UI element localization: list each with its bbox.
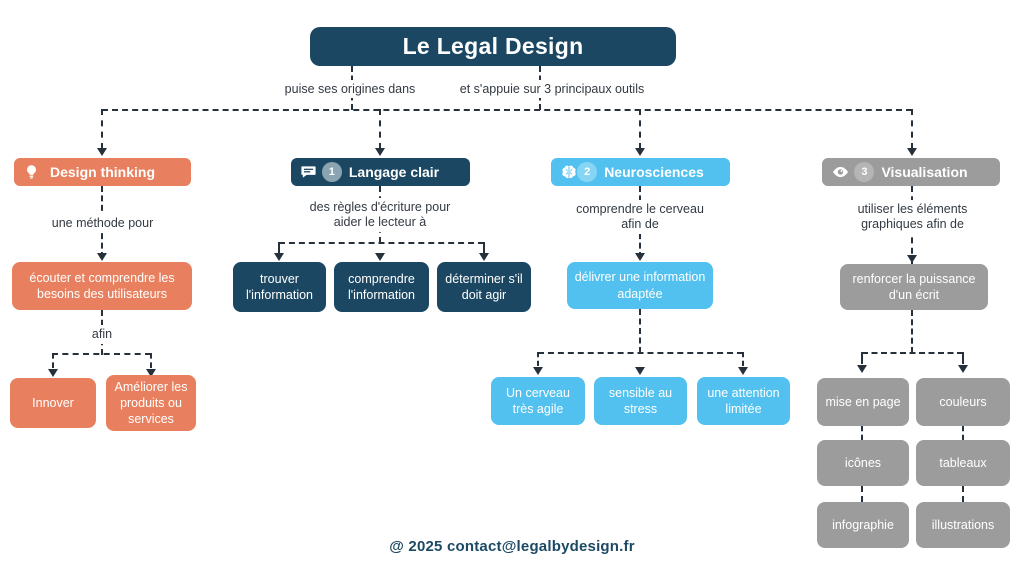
- connector-drop-langage-clair: [379, 109, 381, 149]
- arrowhead-attention-limitee: [738, 367, 748, 375]
- branch-label-tools: et s'appuie sur 3 principaux outils: [437, 80, 667, 98]
- lightbulb-icon: [23, 164, 40, 181]
- eye-icon: [831, 163, 850, 182]
- connector-c4-branch: [862, 352, 963, 354]
- badge-number-3: 3: [854, 162, 875, 182]
- column-header-label: Visualisation: [881, 164, 968, 180]
- box-comprendre-information: comprendre l'information: [334, 262, 429, 312]
- note-utiliser-elements: utiliser les éléments graphiques afin de: [840, 200, 985, 234]
- column-header-design-thinking: Design thinking: [14, 158, 191, 186]
- connector-c1-branch-left: [52, 353, 54, 368]
- note-afin: afin: [80, 325, 124, 344]
- arrowhead-cerveau-agile: [533, 367, 543, 375]
- arrowhead-comprendre: [375, 253, 385, 261]
- arrowhead-mise-en-page: [857, 365, 867, 373]
- arrowhead-sensible-stress: [635, 367, 645, 375]
- connector-c2-branch: [279, 242, 484, 244]
- connector-c3-branch-right: [742, 352, 744, 366]
- arrowhead-determiner: [479, 253, 489, 261]
- box-cerveau-agile: Un cerveau très agile: [491, 377, 585, 425]
- footer-contact: @ 2025 contact@legalbydesign.fr: [389, 538, 635, 555]
- box-determiner-agir: déterminer s'il doit agir: [437, 262, 531, 312]
- arrowhead-design-thinking: [97, 148, 107, 156]
- box-mise-en-page: mise en page: [817, 378, 909, 426]
- connector-c2-branch-right: [483, 242, 485, 253]
- column-header-label: Langage clair: [348, 164, 440, 180]
- column-header-neurosciences: 2 Neurosciences: [551, 158, 730, 186]
- connector-drop-visualisation: [911, 109, 913, 149]
- column-header-label: Neurosciences: [604, 164, 704, 180]
- box-sensible-stress: sensible au stress: [594, 377, 687, 425]
- box-trouver-information: trouver l'information: [233, 262, 326, 312]
- connector-main-horizontal: [102, 109, 912, 111]
- badge-number-1: 1: [321, 162, 342, 182]
- connector-couleurs-tableaux: [962, 426, 964, 440]
- connector-tableaux-illustrations: [962, 486, 964, 502]
- arrowhead-visualisation: [907, 148, 917, 156]
- page-title-label: Le Legal Design: [402, 33, 584, 59]
- connector-c3-branch-left: [537, 352, 539, 366]
- note-comprendre-cerveau: comprendre le cerveau afin de: [562, 200, 718, 234]
- connector-drop-design-thinking: [101, 109, 103, 149]
- box-innover: Innover: [10, 378, 96, 428]
- arrowhead-c3-mid: [635, 253, 645, 261]
- column-header-langage-clair: 1 Langage clair: [291, 158, 470, 186]
- connector-drop-neurosciences: [639, 109, 641, 149]
- arrowhead-c4-mid: [907, 255, 917, 263]
- connector-mise-icones: [861, 426, 863, 440]
- box-delivrer-information: délivrer une information adaptée: [567, 262, 713, 309]
- branch-label-origins: puise ses origines dans: [250, 80, 450, 98]
- arrowhead-innover: [48, 369, 58, 377]
- connector-c4-b: [911, 310, 913, 353]
- connector-c2-branch-left: [278, 242, 280, 253]
- note-regles-ecriture: des règles d'écriture pour aider le lect…: [290, 198, 470, 232]
- box-tableaux: tableaux: [916, 440, 1010, 486]
- connector-c4-branch-right: [962, 352, 964, 364]
- box-illustrations: illustrations: [916, 502, 1010, 548]
- column-header-visualisation: 3 Visualisation: [822, 158, 1000, 186]
- connector-c3-b: [639, 309, 641, 353]
- arrowhead-ameliorer: [146, 369, 156, 377]
- badge-number-2: 2: [577, 162, 598, 182]
- box-attention-limitee: une attention limitée: [697, 377, 790, 425]
- connector-c1-branch: [52, 353, 151, 355]
- connector-c4-branch-left: [861, 352, 863, 364]
- arrowhead-neurosciences: [635, 148, 645, 156]
- arrowhead-langage-clair: [375, 148, 385, 156]
- brain-icon: [560, 163, 578, 181]
- connector-c1-branch-right: [150, 353, 152, 368]
- box-infographie: infographie: [817, 502, 909, 548]
- page-title: Le Legal Design: [310, 27, 676, 66]
- connector-c3-branch: [538, 352, 743, 354]
- box-renforcer-puissance: renforcer la puissance d'un écrit: [840, 264, 988, 310]
- arrowhead-couleurs: [958, 365, 968, 373]
- speech-bubble-icon: [300, 164, 317, 181]
- box-ameliorer-produits: Améliorer les produits ou services: [106, 375, 196, 431]
- note-une-methode-pour: une méthode pour: [30, 214, 175, 233]
- arrowhead-trouver: [274, 253, 284, 261]
- box-ecouter-comprendre: écouter et comprendre les besoins des ut…: [12, 262, 192, 310]
- arrowhead-c1-mid: [97, 253, 107, 261]
- connector-icones-infographie: [861, 486, 863, 502]
- column-header-label: Design thinking: [50, 164, 155, 180]
- box-icones: icônes: [817, 440, 909, 486]
- box-couleurs: couleurs: [916, 378, 1010, 426]
